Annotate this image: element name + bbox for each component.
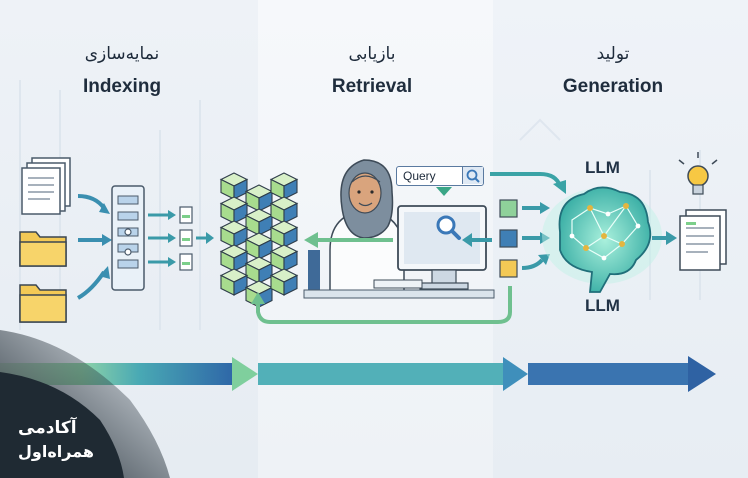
lightbulb-icon xyxy=(678,152,718,195)
search-icon xyxy=(436,215,461,240)
folder-icon xyxy=(19,231,67,267)
indexing-title-fa: نمایه‌سازی xyxy=(84,44,160,64)
generation-title-fa: تولید xyxy=(596,44,630,64)
retrieved-chunks xyxy=(499,199,518,278)
cube-10 xyxy=(244,256,274,284)
cube-4 xyxy=(244,208,274,236)
cube-11 xyxy=(269,244,299,272)
output-document-icon xyxy=(679,209,727,271)
cube-12 xyxy=(219,268,249,296)
query-input[interactable]: Query xyxy=(396,166,484,186)
brand-corner-solid xyxy=(0,372,124,478)
cube-5 xyxy=(269,196,299,224)
generation-title-en: Generation xyxy=(562,76,664,97)
brain-icon xyxy=(542,186,662,293)
cube-2 xyxy=(269,172,299,200)
brand-line-1: آکادمی xyxy=(18,418,77,438)
cube-8 xyxy=(269,220,299,248)
brand-line-2: همراه‌اول xyxy=(18,442,95,461)
cube-9 xyxy=(219,244,249,272)
query-pointer xyxy=(436,187,452,196)
cube-6 xyxy=(219,220,249,248)
query-search-icon xyxy=(466,169,480,183)
user-icon xyxy=(308,159,405,293)
cube-3 xyxy=(219,196,249,224)
cube-14 xyxy=(269,268,299,296)
cube-grid-icon xyxy=(219,172,299,308)
llm-label-bottom: LLM xyxy=(585,296,620,315)
indexing-title-en: Indexing xyxy=(82,76,162,97)
llm-label-top: LLM xyxy=(585,158,620,177)
folder-icon-2 xyxy=(19,284,67,323)
query-label: Query xyxy=(403,169,436,183)
query-search-button[interactable] xyxy=(462,167,483,184)
desk xyxy=(303,289,495,299)
document-stack-icon xyxy=(21,157,71,215)
cube-0 xyxy=(219,172,249,200)
cube-1 xyxy=(244,184,274,212)
cube-7 xyxy=(244,232,274,260)
pipeline-icon xyxy=(111,185,145,291)
retrieval-title-en: Retrieval xyxy=(331,76,413,97)
retrieval-title-fa: بازیابی xyxy=(348,44,396,64)
